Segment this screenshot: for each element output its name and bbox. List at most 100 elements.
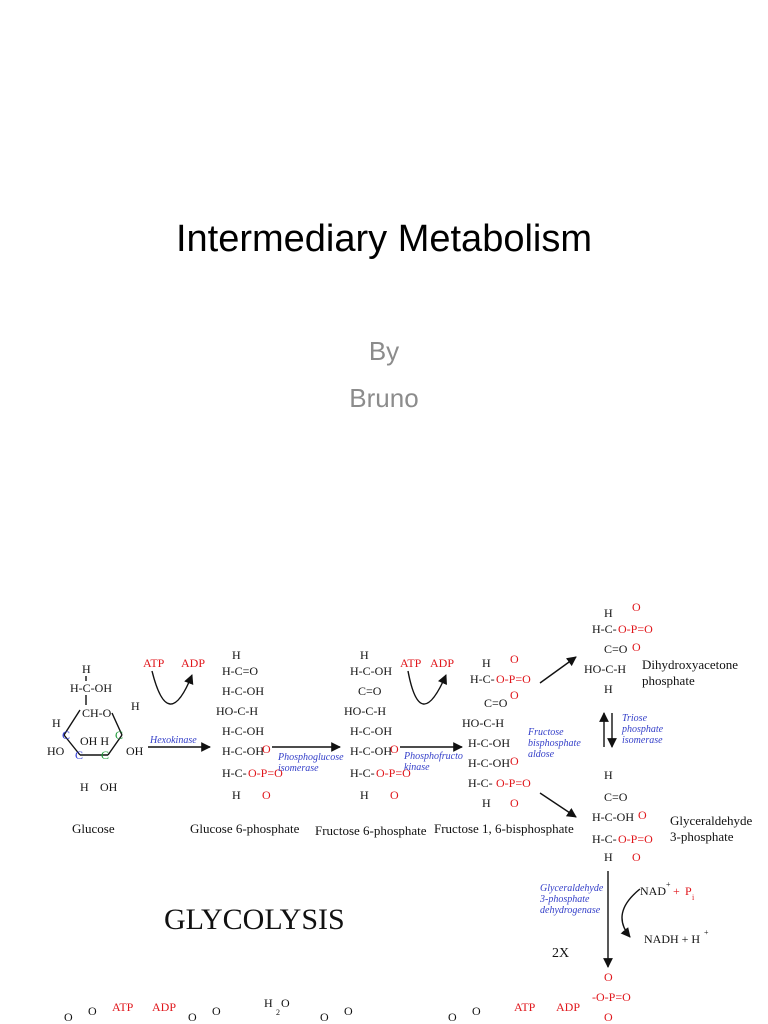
svg-text:C=O: C=O	[358, 684, 382, 698]
dhap-structure: H O H-C- O-P=O C=O O HO-C-H H Dihydroxya…	[584, 600, 738, 696]
pfk-label-1: Phosphofructo	[403, 751, 463, 762]
svg-text:HO: HO	[47, 744, 65, 758]
f6p-structure: H H-C-OH C=O HO-C-H H-C-OH H-C-OH O H-C-…	[315, 648, 427, 838]
svg-text:H: H	[131, 699, 140, 713]
g6p-label: Glucose 6-phosphate	[190, 821, 300, 836]
svg-text:H: H	[232, 648, 241, 662]
svg-text:O-P=O: O-P=O	[618, 832, 653, 846]
svg-text:O-P=O: O-P=O	[496, 776, 531, 790]
svg-text:O-P=O: O-P=O	[248, 766, 283, 780]
svg-text:H-C-: H-C-	[592, 832, 617, 846]
svg-text:C=O: C=O	[604, 790, 628, 804]
dhap-label-1: Dihydroxyacetone	[642, 657, 738, 672]
svg-text:H-C-OH: H-C-OH	[222, 724, 264, 738]
svg-text:O: O	[632, 600, 641, 614]
svg-text:H-C-OH: H-C-OH	[70, 681, 112, 695]
svg-text:O: O	[64, 1010, 73, 1024]
g6p-structure: H H-C=O H-C-OH HO-C-H H-C-OH H-C-OH O H-…	[190, 648, 300, 836]
svg-text:H: H	[604, 850, 613, 864]
svg-text:O: O	[472, 1004, 481, 1018]
svg-text:H: H	[482, 656, 491, 670]
svg-text:O: O	[510, 796, 519, 810]
adp-label-4: ADP	[556, 1000, 580, 1014]
multiplier-label: 2X	[552, 946, 569, 961]
svg-text:O: O	[262, 788, 271, 802]
aldolase-label-2: bisphosphate	[528, 738, 581, 749]
svg-text:H: H	[232, 788, 241, 802]
nad-label: NAD	[640, 884, 666, 898]
svg-text:HO-C-H: HO-C-H	[584, 662, 626, 676]
svg-text:H: H	[604, 682, 613, 696]
svg-text:H-C-: H-C-	[350, 766, 375, 780]
svg-text:O: O	[604, 1010, 613, 1024]
tpi-label-1: Triose	[622, 713, 648, 724]
svg-text:C=O: C=O	[484, 696, 508, 710]
svg-text:-O-P=O: -O-P=O	[592, 990, 631, 1004]
svg-text:O: O	[604, 970, 613, 984]
svg-text:H: H	[482, 796, 491, 810]
svg-text:O-P=O: O-P=O	[376, 766, 411, 780]
svg-text:H-C=O: H-C=O	[222, 664, 258, 678]
glucose-structure: H H-C-OH CH-O H H C C OH H HO OH C C H O…	[47, 662, 144, 836]
svg-text:H: H	[604, 606, 613, 620]
f16bp-label: Fructose 1, 6-bisphosphate	[434, 821, 574, 836]
svg-text:O: O	[390, 742, 399, 756]
pgi-step: Phosphoglucose isomerase	[272, 742, 344, 774]
gap-label-1: Glyceraldehyde	[670, 813, 753, 828]
svg-text:H-C-: H-C-	[222, 766, 247, 780]
slide-subtitle-author: Bruno	[349, 383, 419, 413]
svg-text:O: O	[212, 1004, 221, 1018]
svg-text:H: H	[52, 716, 61, 730]
svg-text:H-C-OH: H-C-OH	[222, 744, 264, 758]
svg-text:O-P=O: O-P=O	[496, 672, 531, 686]
svg-text:OH: OH	[100, 780, 118, 794]
svg-text:H: H	[360, 788, 369, 802]
svg-text:CH-O: CH-O	[82, 706, 112, 720]
hexokinase-label: Hexokinase	[149, 735, 197, 746]
svg-text:H-C-OH: H-C-OH	[592, 810, 634, 824]
svg-text:H-C-OH: H-C-OH	[468, 736, 510, 750]
svg-text:H-C-: H-C-	[468, 776, 493, 790]
svg-text:H: H	[82, 662, 91, 676]
svg-text:C=O: C=O	[604, 642, 628, 656]
gapdh-step: Glyceraldehyde 3-phosphate dehydrogenase…	[539, 871, 709, 968]
svg-text:C: C	[101, 748, 109, 762]
water-label-o: O	[281, 996, 290, 1010]
gapdh-label-2: 3-phosphate	[539, 894, 590, 905]
pgi-label-1: Phosphoglucose	[277, 752, 344, 763]
plus-label: +	[673, 884, 680, 898]
aldolase-label-3: aldose	[528, 749, 555, 760]
pgi-label-2: isomerase	[278, 763, 319, 774]
gap-structure: H C=O H-C-OH O H-C- O-P=O H O Glyceralde…	[592, 768, 753, 864]
svg-text:O: O	[632, 850, 641, 864]
glycolysis-diagram: H H-C-OH CH-O H H C C OH H HO OH C C H O…	[47, 600, 753, 1024]
atp-label-4: ATP	[514, 1000, 536, 1014]
svg-text:O: O	[510, 688, 519, 702]
gap-label-2: 3-phosphate	[670, 829, 734, 844]
svg-text:O: O	[390, 788, 399, 802]
glycolysis-heading: GLYCOLYSIS	[164, 903, 345, 936]
svg-text:+: +	[704, 928, 709, 937]
svg-text:O: O	[188, 1010, 197, 1024]
svg-text:OH: OH	[126, 744, 144, 758]
f16bp-structure: H O H-C- O-P=O O C=O HO-C-H H-C-OH H-C-O…	[434, 652, 581, 836]
svg-text:H-C-OH: H-C-OH	[222, 684, 264, 698]
svg-text:i: i	[692, 893, 695, 902]
svg-text:H-C-OH: H-C-OH	[350, 724, 392, 738]
svg-text:H-C-OH: H-C-OH	[468, 756, 510, 770]
glucose-label: Glucose	[72, 821, 115, 836]
svg-text:H-C-OH: H-C-OH	[350, 664, 392, 678]
atp-label-3: ATP	[112, 1000, 134, 1014]
svg-text:C: C	[115, 728, 123, 742]
svg-text:O: O	[510, 652, 519, 666]
adp-label-1: ADP	[181, 656, 205, 670]
svg-text:O-P=O: O-P=O	[618, 622, 653, 636]
tpi-label-2: phosphate	[621, 724, 664, 735]
tpi-step: Triose phosphate isomerase	[599, 712, 664, 748]
svg-text:HO-C-H: HO-C-H	[344, 704, 386, 718]
aldolase-label-1: Fructose	[527, 727, 564, 738]
svg-text:HO-C-H: HO-C-H	[462, 716, 504, 730]
svg-text:O: O	[632, 640, 641, 654]
hexokinase-step: ATP ADP Hexokinase	[143, 656, 211, 752]
svg-text:O: O	[88, 1004, 97, 1018]
